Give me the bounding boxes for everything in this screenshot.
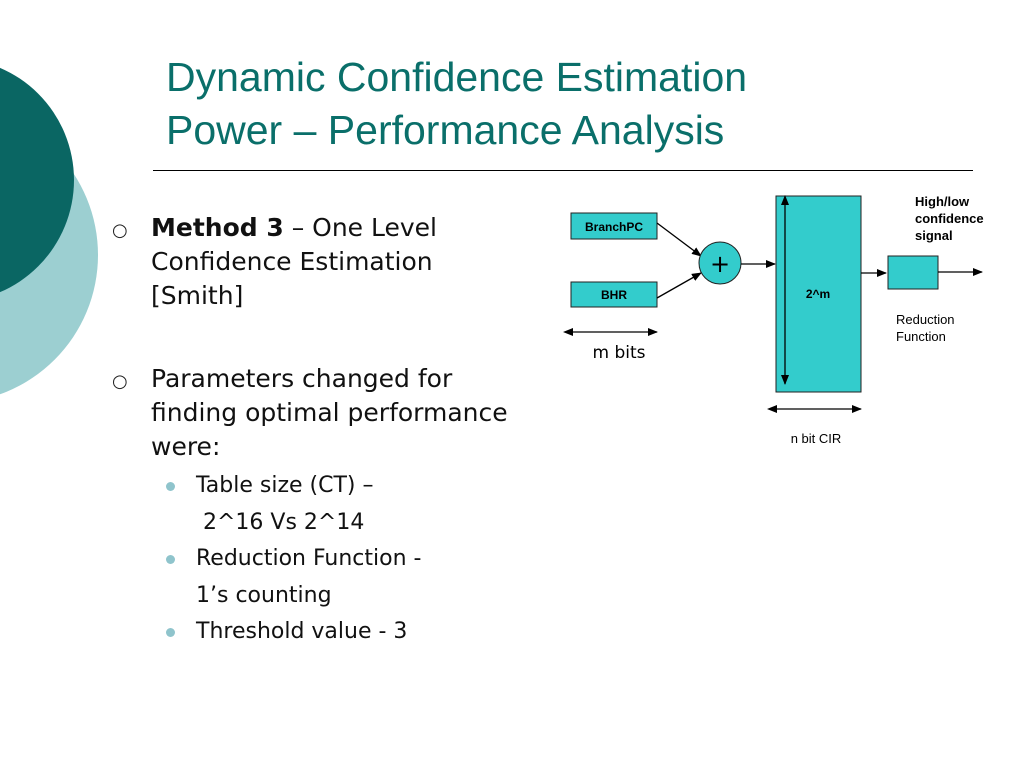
- output-signal-label: High/low confidence signal: [915, 194, 987, 243]
- sub-bullet-dot-icon: [166, 628, 175, 637]
- sub-bullet-table-size: Table size (CT) –: [196, 473, 374, 498]
- sub-bullet-reduction: Reduction Function -: [196, 546, 422, 571]
- method-description: – One Level: [283, 213, 438, 242]
- bullet-method-line-3: [Smith]: [151, 281, 244, 310]
- bullet-params-line-2: finding optimal performance: [151, 398, 508, 427]
- reduction-function-block: [887, 255, 939, 290]
- slide-title-line-2: Power – Performance Analysis: [166, 107, 725, 153]
- bhr-block: [570, 281, 658, 308]
- slide-title-line-1: Dynamic Confidence Estimation: [166, 54, 748, 100]
- branchpc-to-adder-arrow: [656, 222, 702, 257]
- branchpc-block: [570, 212, 658, 240]
- cir-table-block: [775, 195, 862, 393]
- sub-bullet-table-size-values: 2^16 Vs 2^14: [196, 510, 365, 535]
- m-bits-label: m bits: [592, 343, 645, 363]
- dark-circle: [0, 67, 74, 293]
- branchpc-label: BranchPC: [585, 220, 643, 234]
- bullet-params-line-3: were:: [151, 432, 221, 461]
- title-divider: [153, 170, 973, 171]
- table-size-label: 2^m: [806, 287, 830, 301]
- bullet-method-line-1: Method 3 – One Level: [151, 211, 437, 245]
- reduction-function-label: Reduction Function: [896, 312, 958, 344]
- sub-bullet-reduction-value: 1’s counting: [196, 583, 332, 608]
- sub-bullet-dot-icon: [166, 555, 175, 564]
- adder-circle: [698, 241, 742, 285]
- bhr-to-adder-arrow: [656, 272, 702, 299]
- bhr-label: BHR: [601, 288, 627, 302]
- hollow-bullet-icon: ○: [112, 220, 128, 241]
- decorative-circles: [0, 67, 98, 395]
- n-bit-cir-label: n bit CIR: [791, 431, 842, 446]
- sub-bullet-threshold: Threshold value - 3: [196, 619, 408, 644]
- method-name: Method 3: [151, 213, 284, 242]
- plus-icon: +: [710, 250, 730, 278]
- sub-bullet-dot-icon: [166, 482, 175, 491]
- bullet-method-line-2: Confidence Estimation: [151, 247, 433, 276]
- hollow-bullet-icon: ○: [112, 371, 128, 392]
- bullet-params-line-1: Parameters changed for: [151, 364, 453, 393]
